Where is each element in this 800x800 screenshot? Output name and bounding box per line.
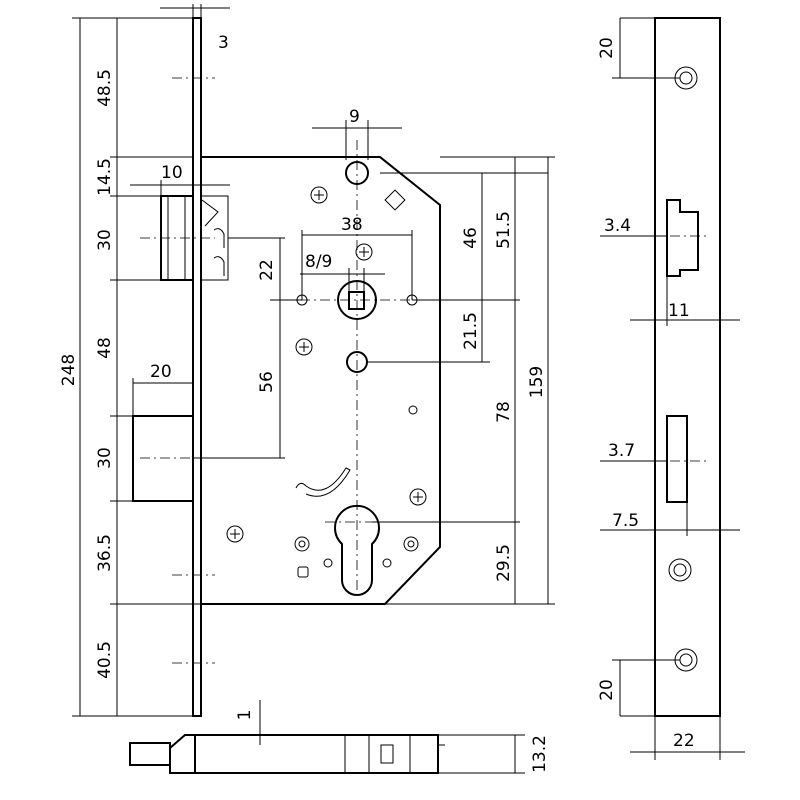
cylinder-cutout — [334, 504, 380, 596]
dim-top-to-body: 14.5 — [95, 158, 115, 196]
dim-bolt-to-body-bottom: 36.5 — [95, 534, 115, 572]
dim-top-to-latch: 48.5 — [95, 69, 115, 107]
bottom-latch — [129, 742, 171, 766]
side-bolt — [666, 415, 688, 503]
dim-cylinder-to-body-bottom: 29.5 — [494, 544, 514, 582]
dim-bottom-screw-offset: 20 — [597, 679, 617, 701]
dim-body-height: 159 — [527, 366, 547, 398]
dim-faceplate-thickness: 3 — [218, 33, 229, 53]
side-dimension-lines — [600, 17, 745, 760]
dim-spindle-size: 8/9 — [305, 252, 332, 272]
side-latch — [666, 199, 699, 277]
dim-latch-depth: 3.4 — [604, 216, 631, 236]
dim-top-hole-width: 9 — [349, 107, 360, 127]
dim-bolt-height: 30 — [95, 447, 115, 469]
latch-spring — [201, 199, 225, 276]
dim-body-top-to-spindle: 51.5 — [494, 211, 514, 249]
lock-body — [201, 156, 441, 605]
side-view — [600, 17, 745, 760]
dim-spindle-to-bolt: 56 — [257, 371, 277, 393]
front-dimension-lines — [72, 4, 555, 717]
dim-spindle-to-cylinder: 78 — [494, 401, 514, 423]
screw-heads — [226, 186, 427, 543]
dim-top-hole-to-spindle: 46 — [461, 227, 481, 249]
bottom-case — [194, 734, 439, 774]
dim-spindle-to-latch: 22 — [257, 259, 277, 281]
dim-faceplate-width: 22 — [673, 731, 695, 751]
bottom-view — [129, 700, 525, 774]
dim-latch-height: 30 — [95, 229, 115, 251]
dim-case-depth: 13.2 — [530, 735, 550, 773]
dim-latch-width: 11 — [668, 301, 690, 321]
dim-latch-projection: 10 — [161, 163, 183, 183]
faceplate — [192, 17, 202, 717]
dim-body-bottom-to-end: 40.5 — [95, 641, 115, 679]
lever-arm — [295, 467, 351, 497]
dim-overall-height: 248 — [59, 354, 79, 386]
rivet-square — [384, 189, 406, 211]
deadbolt — [132, 415, 194, 502]
side-faceplate — [654, 17, 721, 717]
dim-latch-to-bolt: 48 — [95, 337, 115, 359]
dim-bolt-depth: 3.7 — [608, 441, 635, 461]
bottom-dimension-lines — [250, 700, 525, 774]
dim-bolt-offset: 7.5 — [612, 511, 639, 531]
dim-spindle-to-center-hole: 21.5 — [461, 312, 481, 350]
front-view — [72, 4, 555, 717]
dim-plate-thickness: 1 — [235, 710, 255, 721]
dim-spindle-hole-spacing: 38 — [341, 215, 363, 235]
dim-bolt-projection: 20 — [150, 362, 172, 382]
dimension-labels: 3 248 48.5 14.5 30 48 30 36.5 40.5 10 20… — [59, 33, 695, 773]
dim-top-screw-offset: 20 — [597, 37, 617, 59]
spindle-square — [348, 291, 365, 310]
